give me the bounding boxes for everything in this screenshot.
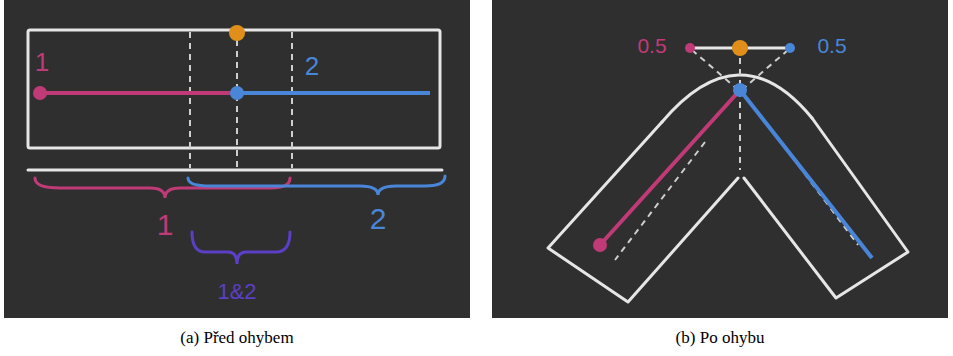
overlap-label: 1&2 bbox=[217, 280, 256, 304]
part-number: 1 bbox=[35, 48, 49, 77]
bent-strip-outline bbox=[548, 75, 908, 302]
dashed-guide bbox=[615, 50, 858, 260]
shift-dot bbox=[785, 43, 795, 53]
fiber-line bbox=[40, 91, 236, 95]
bracket bbox=[35, 176, 445, 264]
fiber-line bbox=[600, 90, 740, 245]
end-dot bbox=[593, 238, 607, 252]
panel-ground bbox=[492, 0, 948, 318]
part-number: 2 bbox=[305, 52, 319, 81]
subfigure-caption: (b) Po ohybu bbox=[676, 329, 765, 348]
joint-dot bbox=[733, 83, 747, 97]
surface-dot bbox=[229, 25, 245, 41]
surface-dot bbox=[732, 40, 748, 56]
shift-value: 0.5 bbox=[817, 34, 846, 57]
strip-outline bbox=[28, 30, 442, 170]
fiber-line bbox=[238, 91, 430, 95]
fiber-line bbox=[740, 90, 872, 258]
shift-value: 0.5 bbox=[637, 34, 666, 57]
joint-dot bbox=[230, 86, 244, 100]
span-number: 1 bbox=[157, 208, 174, 241]
panel-ground bbox=[4, 0, 470, 318]
dashed-guide bbox=[190, 32, 292, 168]
span-number: 2 bbox=[370, 202, 387, 235]
end-dot bbox=[33, 86, 47, 100]
shift-dot bbox=[685, 43, 695, 53]
subfigure-caption: (a) Před ohybem bbox=[180, 329, 293, 348]
